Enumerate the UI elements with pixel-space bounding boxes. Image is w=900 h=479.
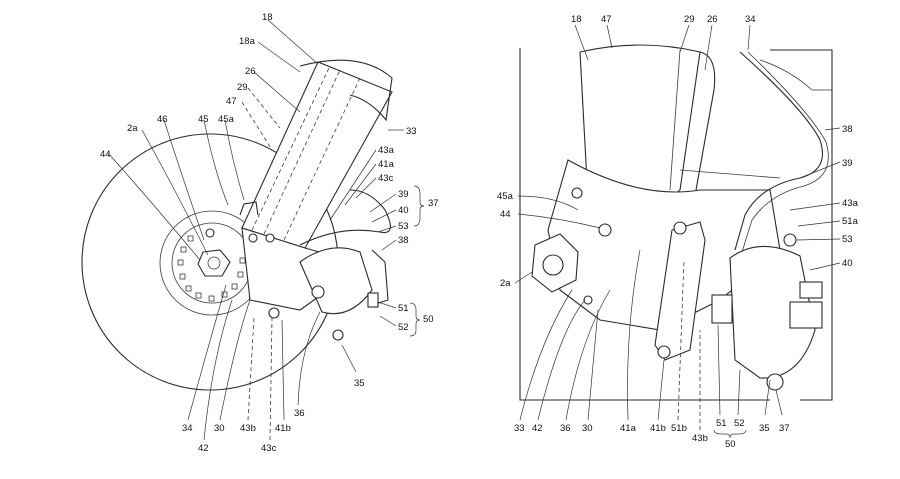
- label-38: 38: [398, 235, 409, 246]
- r-label-18: 18: [571, 14, 582, 25]
- label-45a: 45a: [218, 114, 235, 125]
- caliper-bracket: [654, 221, 706, 361]
- label-35: 35: [354, 378, 365, 389]
- brace-50: [409, 302, 421, 337]
- r-label-51a: 51a: [842, 216, 859, 227]
- label-34: 34: [182, 423, 193, 434]
- r-label-37: 37: [779, 423, 790, 434]
- label-18: 18: [262, 12, 273, 23]
- label-42: 42: [198, 443, 209, 454]
- r-label-53: 53: [842, 234, 853, 245]
- brake-hose-right: [734, 51, 824, 251]
- brace-50-right: [713, 429, 747, 439]
- r-label-43a: 43a: [842, 198, 859, 209]
- brace-37: [413, 185, 425, 227]
- r-label-45a: 45a: [497, 191, 514, 202]
- r-label-35: 35: [759, 423, 770, 434]
- right-figure: [514, 24, 841, 430]
- label-43a: 43a: [378, 145, 395, 156]
- fork-bottom-right: [547, 159, 781, 331]
- disc-holes: [177, 235, 246, 302]
- left-figure: [81, 19, 404, 441]
- label-43c-bottom: 43c: [261, 443, 277, 454]
- r-label-42: 42: [532, 423, 543, 434]
- r-label-51b: 51b: [671, 423, 687, 434]
- r-label-51: 51: [716, 418, 727, 429]
- r-label-52: 52: [734, 418, 745, 429]
- left-leaders: [107, 19, 404, 441]
- label-26: 26: [245, 66, 256, 77]
- r-label-2a: 2a: [500, 278, 511, 289]
- r-label-33: 33: [514, 423, 525, 434]
- r-label-36: 36: [560, 423, 571, 434]
- label-53: 53: [398, 221, 409, 232]
- brake-hose: [299, 189, 391, 246]
- r-label-29: 29: [684, 14, 695, 25]
- r-label-41a: 41a: [620, 423, 637, 434]
- label-33: 33: [406, 126, 417, 137]
- label-18a: 18a: [239, 36, 256, 47]
- brake-caliper: [299, 247, 373, 315]
- label-43c: 43c: [378, 173, 394, 184]
- label-2a: 2a: [127, 123, 138, 134]
- right-leaders: [514, 24, 841, 430]
- label-37: 37: [428, 198, 439, 209]
- label-45: 45: [198, 114, 209, 125]
- left-labels: 18 18a 26 29 47 33 2a 46 45 45a 44 43a 4…: [100, 12, 439, 454]
- r-label-43b: 43b: [692, 433, 708, 444]
- label-44: 44: [100, 149, 111, 160]
- label-30: 30: [214, 423, 225, 434]
- label-46: 46: [157, 114, 168, 125]
- r-label-44: 44: [500, 209, 511, 220]
- label-43b: 43b: [240, 423, 256, 434]
- r-label-39: 39: [842, 158, 853, 169]
- right-labels: 18 47 29 26 34 38 39 45a 44 43a 51a 53 2…: [497, 14, 859, 450]
- r-label-41b: 41b: [650, 423, 666, 434]
- label-52: 52: [398, 322, 409, 333]
- fork-tube: [241, 61, 393, 249]
- label-41b: 41b: [275, 423, 291, 434]
- label-50: 50: [423, 314, 434, 325]
- r-label-38: 38: [842, 124, 853, 135]
- label-29: 29: [237, 82, 248, 93]
- r-label-50: 50: [725, 439, 736, 450]
- r-label-47: 47: [601, 14, 612, 25]
- label-39: 39: [398, 189, 409, 200]
- label-47: 47: [226, 96, 237, 107]
- r-label-34: 34: [745, 14, 756, 25]
- label-36: 36: [294, 408, 305, 419]
- r-label-30: 30: [582, 423, 593, 434]
- r-label-40: 40: [842, 258, 853, 269]
- label-40: 40: [398, 205, 409, 216]
- label-51: 51: [398, 303, 409, 314]
- r-label-26: 26: [707, 14, 718, 25]
- frame-border: [519, 48, 770, 401]
- axle-nut: [197, 249, 231, 277]
- label-41a: 41a: [378, 159, 395, 170]
- fender: [299, 59, 393, 122]
